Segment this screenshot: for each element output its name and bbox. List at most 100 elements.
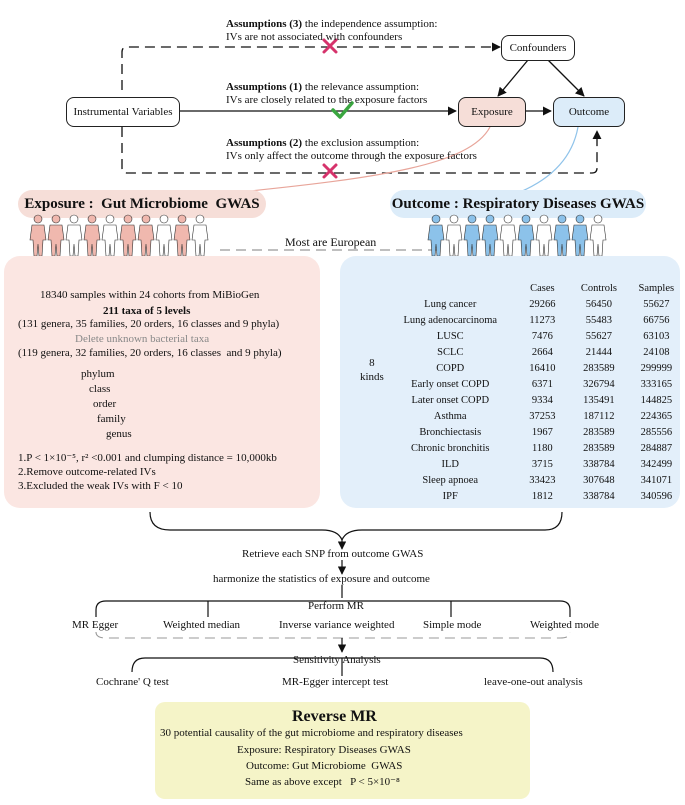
reverse-title: Reverse MR — [292, 708, 377, 725]
cases-value: 9334 — [531, 394, 553, 406]
disease-name: ILD — [441, 458, 460, 470]
method-weighted-mode: Weighted mode — [530, 619, 600, 631]
controls-value: 338784 — [583, 458, 615, 470]
check-icon — [331, 101, 354, 119]
dashed-iv-confounders — [121, 42, 501, 90]
controls-value: 326794 — [583, 378, 615, 390]
cases-value: 2664 — [531, 346, 553, 358]
exposure-people-icon — [29, 214, 209, 257]
table-row: Chronic bronchitis 1180 283589 284887 — [386, 440, 685, 456]
outcome-panel — [340, 256, 680, 508]
samples-value: 144825 — [640, 394, 673, 406]
controls-value: 187112 — [583, 410, 615, 422]
cases-value: 16410 — [529, 362, 556, 374]
assumption1-desc: IVs are closely related to the exposure … — [226, 94, 428, 106]
cases-value: 3715 — [531, 458, 553, 470]
level-phylum: phylum — [81, 368, 115, 380]
person-icon — [427, 214, 445, 257]
disease-name: Lung adenocarcinoma — [403, 314, 498, 326]
reverse-line2: Exposure: Respiratory Diseases GWAS — [237, 744, 411, 756]
level-family: family — [97, 413, 126, 425]
person-icon — [481, 214, 499, 257]
disease-name: Early onset COPD — [411, 378, 490, 390]
controls-value: 135491 — [583, 394, 615, 406]
disease-name: COPD — [436, 362, 465, 374]
cases-value: 1180 — [532, 442, 553, 454]
cases-value: 1812 — [531, 490, 553, 502]
cases-value: 29266 — [529, 298, 556, 310]
arrow-confounders-exposure — [497, 59, 529, 97]
person-icon — [29, 214, 47, 257]
disease-name: Lung cancer — [424, 298, 477, 310]
level-genus: genus — [106, 428, 132, 440]
cases-value: 37253 — [529, 410, 556, 422]
disease-name: SCLC — [437, 346, 464, 358]
combine-bracket — [149, 511, 563, 542]
cases-value: 7476 — [531, 330, 553, 342]
disease-name: Sleep apnoea — [422, 474, 479, 486]
samples-value: 299999 — [640, 362, 673, 374]
disease-name: Later onset COPD — [411, 394, 490, 406]
outcome-banner: Outcome : Respiratory Diseases GWAS — [390, 190, 646, 218]
table-row: Early onset COPD 6371 326794 333165 — [386, 376, 685, 392]
confounders-box: Confounders — [501, 35, 575, 61]
criteria1: 1.P < 1×10⁻⁵, r² <0.001 and clumping dis… — [18, 452, 277, 464]
person-icon — [47, 214, 65, 257]
controls-value: 283589 — [583, 362, 615, 374]
methods-bracket — [95, 600, 571, 611]
delete-note: Delete unknown bacterial taxa — [75, 333, 210, 345]
samples-value: 63103 — [643, 330, 670, 342]
assumption1-line: Assumptions (1) the relevance assumption… — [226, 81, 420, 93]
method-mr-egger: MR Egger — [72, 619, 119, 631]
reverse-line3: Outcome: Gut Microbiome GWAS — [246, 760, 403, 772]
disease-name: Bronchiectasis — [419, 426, 482, 438]
controls-value: 55483 — [585, 314, 613, 326]
controls-value: 283589 — [583, 426, 615, 438]
person-icon — [553, 214, 571, 257]
samples-value: 284887 — [640, 442, 673, 454]
samples-value: 333165 — [640, 378, 673, 390]
table-row: Asthma 37253 187112 224365 — [386, 408, 685, 424]
samples-value: 285556 — [640, 426, 673, 438]
harmonize-text: harmonize the statistics of exposure and… — [213, 573, 430, 585]
reverse-mr-box — [155, 702, 530, 799]
criteria2: 2.Remove outcome-related IVs — [18, 466, 156, 478]
disease-name: LUSC — [436, 330, 464, 342]
assumption2-line: Assumptions (2) the exclusion assumption… — [226, 137, 420, 149]
samples-value: 342499 — [640, 458, 673, 470]
curve-exposure-banner — [229, 126, 491, 194]
test-mr-egger-intercept: MR-Egger intercept test — [282, 676, 389, 688]
cases-value: 1967 — [531, 426, 553, 438]
person-icon — [65, 214, 83, 257]
taxa-detail2: (119 genera, 32 families, 20 orders, 16 … — [18, 347, 282, 359]
exposure-panel — [4, 256, 320, 508]
person-icon — [137, 214, 155, 257]
controls-value: 283589 — [583, 442, 615, 454]
samples-value: 66756 — [643, 314, 670, 326]
exposure-box: Exposure — [458, 97, 526, 127]
samples-value: 224365 — [640, 410, 673, 422]
disease-name: Asthma — [433, 410, 467, 422]
samples-value: 341071 — [640, 474, 673, 486]
level-class: class — [89, 383, 111, 395]
person-icon — [499, 214, 517, 257]
disease-name: Chronic bronchitis — [411, 442, 490, 454]
cases-value: 6371 — [531, 378, 553, 390]
cross-icon — [322, 38, 338, 54]
dashed-iv-outcome — [121, 127, 602, 174]
test-leave-one-out: leave-one-out analysis — [484, 676, 583, 688]
method-simple-mode: Simple mode — [423, 619, 482, 631]
col-cases: Cases — [530, 282, 555, 294]
outcome-box: Outcome — [553, 97, 625, 127]
criteria3: 3.Excluded the weak IVs with F < 10 — [18, 480, 183, 492]
method-ivw: Inverse variance weighted — [279, 619, 395, 631]
population-label: Most are European — [285, 235, 377, 249]
person-icon — [173, 214, 191, 257]
taxa-detail1: (131 genera, 35 families, 20 orders, 16 … — [18, 318, 280, 330]
person-icon — [589, 214, 607, 257]
